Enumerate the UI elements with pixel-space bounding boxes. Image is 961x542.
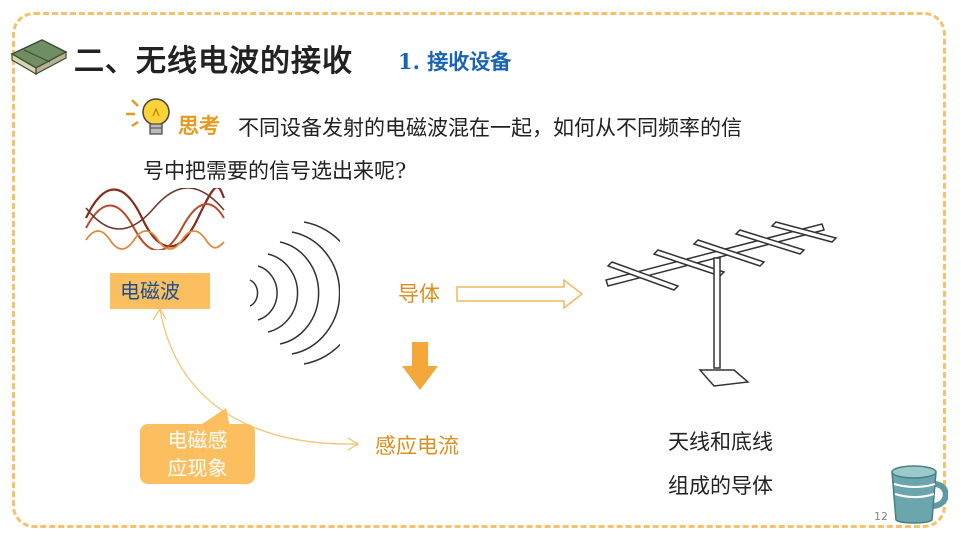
conductor-label: 导体 <box>398 282 440 306</box>
question-text-line2: 号中把需要的信号选出来呢? <box>143 159 407 183</box>
section-subtitle: 1. 接收设备 <box>398 49 512 74</box>
page-number: 12 <box>874 510 888 523</box>
arrow-down-icon <box>402 342 438 390</box>
curved-arrow-icon <box>152 307 360 451</box>
slide-frame <box>12 12 946 528</box>
induction-label-line2: 应现象 <box>167 456 228 480</box>
lightbulb-icon <box>126 98 170 135</box>
book-icon <box>10 39 68 76</box>
induction-label-line1: 电磁感 <box>167 428 228 452</box>
think-label: 思考 <box>178 114 220 138</box>
page-title: 二、无线电波的接收 <box>74 44 353 79</box>
induced-current-label: 感应电流 <box>375 434 459 458</box>
antenna-caption-line1: 天线和底线 <box>668 430 773 454</box>
cup-icon <box>891 465 948 524</box>
arrow-right-icon <box>456 278 584 310</box>
induction-label: 电磁感 应现象 <box>140 424 255 484</box>
radio-wave-arcs-icon <box>249 221 340 365</box>
question-text-line1: 不同设备发射的电磁波混在一起，如何从不同频率的信 <box>238 116 742 140</box>
wave-icon <box>85 188 226 250</box>
em-wave-label: 电磁波 <box>110 273 210 309</box>
antenna-caption-line2: 组成的导体 <box>668 474 773 498</box>
antenna-icon <box>605 221 838 387</box>
callout-pointer <box>196 408 230 428</box>
